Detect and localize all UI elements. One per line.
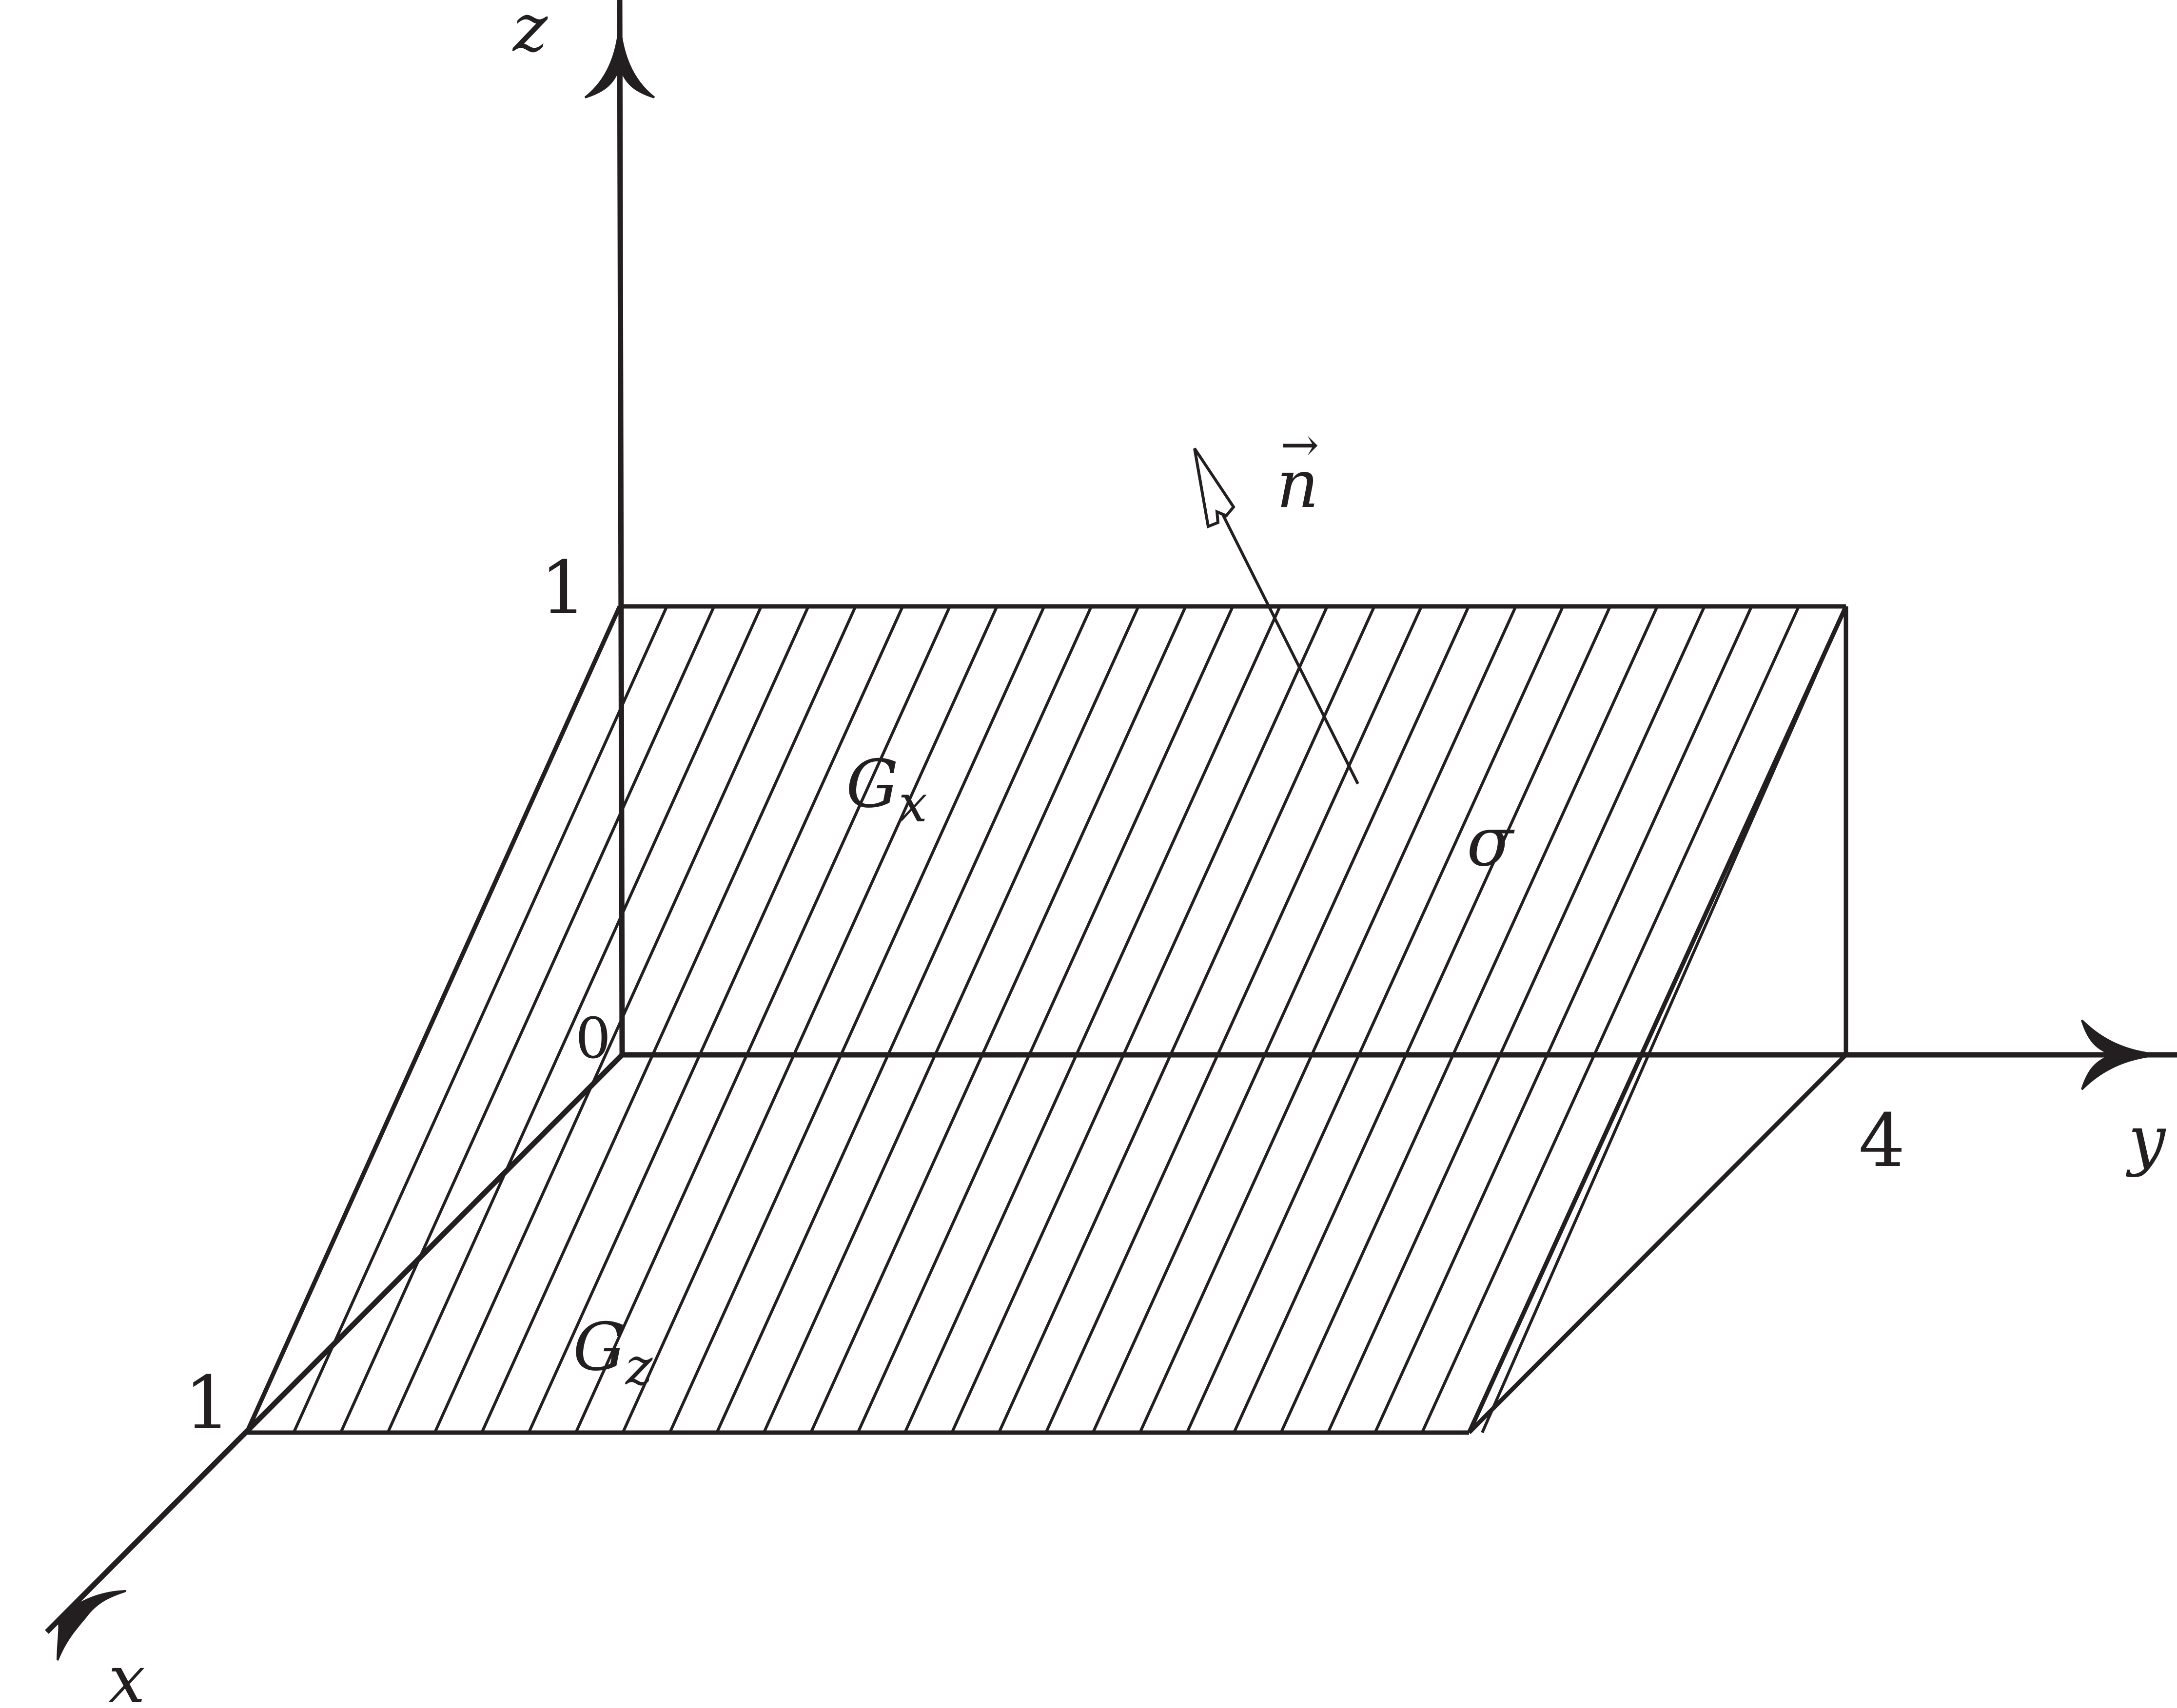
hatch-line [386, 605, 763, 1434]
hatch-line [339, 605, 716, 1434]
x-tick-label-1: 1 [184, 1361, 231, 1446]
hatch-line [715, 605, 1093, 1434]
sigma-surface-hatching [292, 605, 1801, 1434]
hatch-line [1091, 605, 1470, 1434]
hatch-line [1326, 605, 1706, 1434]
z-tick-label-1: 1 [540, 546, 587, 631]
surface-right-edge [1467, 605, 1848, 1434]
z-axis-arrowhead [584, 19, 655, 98]
hatch-line [668, 605, 1046, 1434]
region-gz-label: Gz [573, 1309, 653, 1397]
hatch-line [856, 605, 1235, 1434]
hatch-line [480, 605, 857, 1434]
z-axis [617, 0, 625, 1055]
surface-right-edge-double [1481, 605, 1847, 1434]
hatch-line [950, 605, 1329, 1434]
z-axis-label: z [512, 0, 548, 66]
normal-vector-arrow-mark: → [1280, 418, 1319, 472]
region-gx-letter: G [846, 746, 899, 822]
normal-vector [1193, 447, 1359, 785]
hatch-line [998, 605, 1376, 1434]
hatch-line [1185, 605, 1565, 1434]
hatch-line [1373, 605, 1753, 1434]
x-axis [45, 1053, 624, 1634]
hatch-line [903, 605, 1281, 1434]
region-gx-subscript: x [899, 774, 927, 834]
projection-outlines [1467, 606, 1848, 1435]
hatch-line [1044, 605, 1423, 1434]
normal-vector-label: n [1276, 446, 1319, 523]
region-gz-letter: G [573, 1309, 626, 1385]
surface-sigma-label: σ [1467, 802, 1515, 882]
region-gz-subscript: z [625, 1337, 653, 1397]
hatch-line [621, 605, 999, 1434]
x-axis-arrowhead [46, 1590, 126, 1661]
hatch-line [1233, 605, 1612, 1434]
coordinate-axes [45, 0, 2177, 1634]
hatch-line [527, 605, 904, 1434]
hatch-line [762, 605, 1140, 1434]
hatch-line [1138, 605, 1517, 1434]
hatch-line [292, 605, 668, 1434]
surface-left-edge [244, 605, 622, 1434]
y-tick-label-4: 4 [1859, 1099, 1905, 1184]
hatch-line [809, 605, 1187, 1434]
origin-label: 0 [575, 1006, 611, 1071]
normal-vector-shaft [1208, 486, 1359, 785]
y-axis-arrowhead [2081, 1019, 2165, 1090]
x-axis-label: x [108, 1641, 145, 1708]
y-axis-label: y [2125, 1102, 2166, 1178]
normal-vector-arrowhead [1193, 447, 1236, 529]
hatch-line [1420, 605, 1801, 1434]
region-gx-label: Gx [846, 746, 927, 834]
axis-arrowheads [46, 19, 2165, 1661]
gz-right-edge [1467, 1053, 1848, 1435]
hatch-line [1279, 605, 1659, 1434]
hatch-line [574, 605, 951, 1434]
sigma-surface-outline [244, 604, 1848, 1435]
